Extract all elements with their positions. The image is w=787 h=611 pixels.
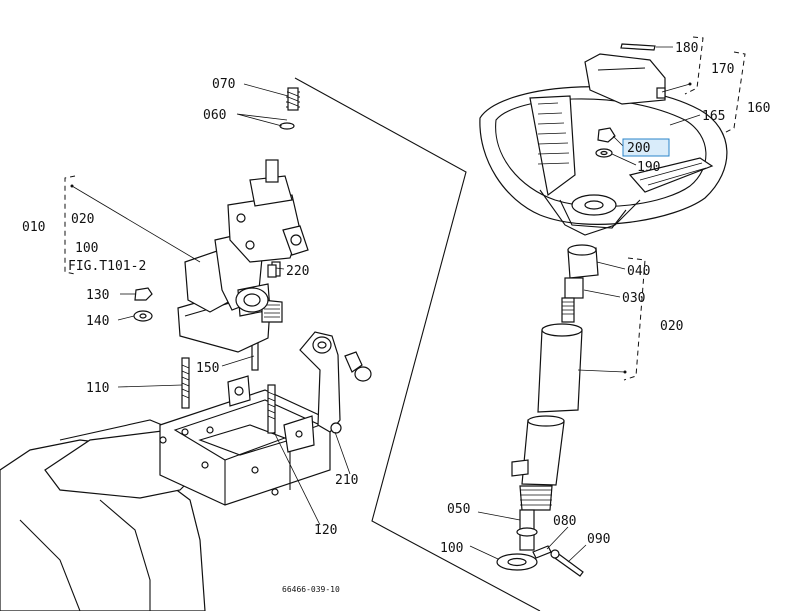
bolt-120 (267, 384, 276, 434)
bolt-110 (181, 357, 190, 409)
shaft-050 (516, 509, 538, 551)
pitman-arm-210 (299, 331, 372, 434)
label-040: 040 (627, 264, 650, 279)
part-labels: 070 060 010 020 100 FIG.T101-2 220 130 1… (22, 41, 770, 594)
label-100-right: 100 (440, 541, 463, 556)
leader-lines (70, 46, 701, 563)
steering-column-020 (511, 297, 583, 511)
label-170: 170 (711, 62, 734, 77)
label-010: 010 (22, 220, 45, 235)
horn-cap-170 (584, 53, 666, 105)
label-080: 080 (553, 514, 576, 529)
bushing-040 (567, 244, 599, 279)
bolt-090 (550, 549, 584, 577)
label-050: 050 (447, 502, 470, 517)
label-070: 070 (212, 77, 235, 92)
label-220: 220 (286, 264, 309, 279)
label-130: 130 (86, 288, 109, 303)
washer-060 (279, 122, 295, 130)
label-140: 140 (86, 314, 109, 329)
nut-130 (134, 287, 153, 301)
label-090: 090 (587, 532, 610, 547)
label-020-left: 020 (71, 212, 94, 227)
nut-100 (496, 553, 538, 571)
highlight-200 (622, 138, 670, 157)
tractor-frame (0, 375, 331, 611)
drawing-number: 66466-039-10 (282, 585, 340, 594)
label-150: 150 (196, 361, 219, 376)
washer-190 (595, 148, 613, 158)
fitting-220 (267, 264, 277, 278)
nut-200 (597, 127, 616, 143)
label-190: 190 (637, 160, 660, 175)
label-110: 110 (86, 381, 109, 396)
bushing-030 (564, 277, 584, 299)
plate-180 (620, 43, 656, 51)
label-180: 180 (675, 41, 698, 56)
label-020-right: 020 (660, 319, 683, 334)
group-brackets (64, 36, 746, 381)
label-200: 200 (627, 141, 650, 156)
steering-gearbox (177, 159, 309, 353)
label-160: 160 (747, 101, 770, 116)
washer-140 (133, 310, 153, 322)
label-030: 030 (622, 291, 645, 306)
label-060: 060 (203, 108, 226, 123)
label-210: 210 (335, 473, 358, 488)
label-165: 165 (702, 109, 725, 124)
group-frame (294, 77, 541, 611)
label-120: 120 (314, 523, 337, 538)
label-100-left: 100 (75, 241, 98, 256)
spring-070 (286, 87, 300, 111)
steering-wheel (479, 86, 728, 236)
label-fig-ref: FIG.T101-2 (68, 259, 146, 274)
